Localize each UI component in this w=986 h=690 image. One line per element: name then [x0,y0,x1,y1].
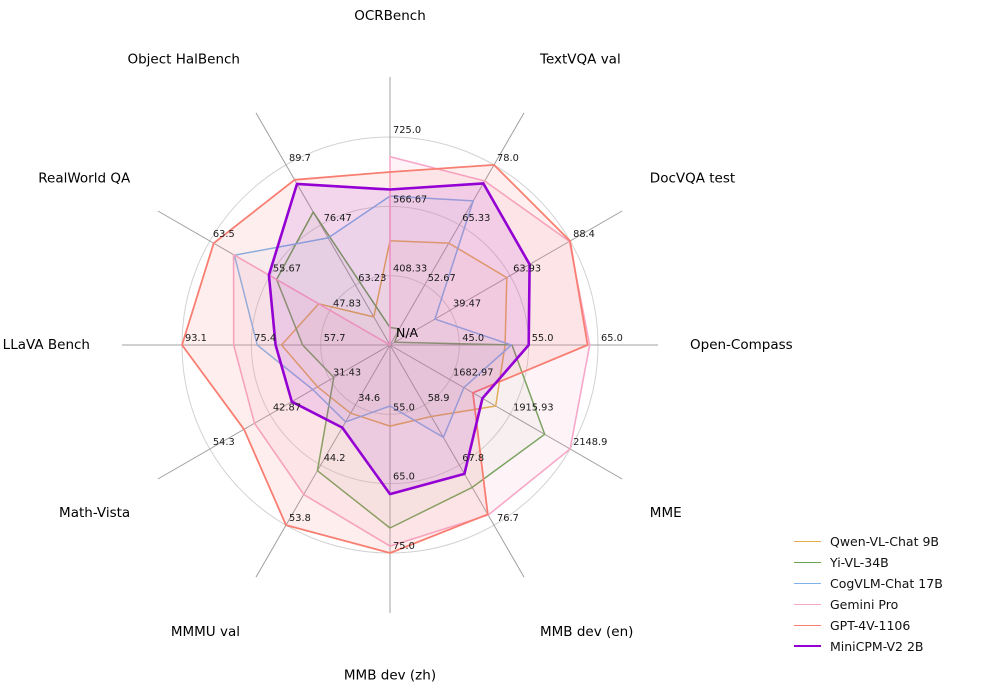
tick-label: 65.33 [462,213,490,224]
axis-label: DocVQA test [650,171,735,187]
legend-item: Qwen-VL-Chat 9B [794,533,943,549]
tick-label: 55.0 [532,333,554,344]
tick-label: 53.8 [289,513,311,524]
axis-label: OCRBench [354,8,426,24]
tick-label: 76.47 [324,213,352,224]
axis-label: MMMU val [171,624,240,640]
axis-label: Math-Vista [59,505,130,521]
tick-label: 63.23 [358,273,386,284]
tick-label: 65.0 [393,472,415,483]
tick-label: 63.93 [513,264,541,275]
tick-label: 1682.97 [453,368,494,379]
legend-line-swatch [794,561,821,563]
axis-spoke [389,112,525,346]
tick-label: 54.3 [213,437,235,448]
axis-label: Open-Compass [690,337,793,353]
legend-item: Yi-VL-34B [794,554,943,570]
legend-label: Qwen-VL-Chat 9B [830,533,939,549]
axis-spoke [157,344,391,480]
legend-label: GPT-4V-1106 [830,617,911,633]
tick-label: 89.7 [289,153,311,164]
legend-line-swatch [794,645,821,647]
legend-label: MiniCPM-V2 2B [830,638,924,654]
tick-label: 47.83 [333,298,361,309]
axis-label: RealWorld QA [38,171,131,187]
tick-label: 408.33 [393,264,427,275]
tick-label: 725.0 [393,125,421,136]
tick-label: 88.4 [573,229,595,240]
axis-label: MMB dev (zh) [344,668,436,684]
series-polygon [181,164,589,554]
legend-item: CogVLM-Chat 17B [794,575,943,591]
tick-label: 566.67 [393,194,427,205]
center-na-label: N/A [396,325,419,340]
tick-label: 34.6 [358,393,380,404]
tick-label: 78.0 [497,153,519,164]
legend-item: Gemini Pro [794,596,943,612]
tick-label: 44.2 [324,453,346,464]
legend-line-swatch [794,624,821,626]
tick-label: 75.0 [393,541,415,552]
axis-label: Object HalBench [127,52,240,68]
tick-label: 63.5 [213,229,235,240]
tick-label: 76.7 [497,513,519,524]
legend-item: MiniCPM-V2 2B [794,638,943,654]
legend-label: Yi-VL-34B [830,554,889,570]
tick-label: 75.4 [254,333,276,344]
tick-label: 65.0 [601,333,623,344]
legend-item: GPT-4V-1106 [794,617,943,633]
axis-label: MMB dev (en) [540,624,633,640]
axis-label: MME [650,505,682,521]
axis-spoke [255,112,391,346]
tick-label: 55.0 [393,402,415,413]
legend-label: Gemini Pro [830,596,899,612]
tick-label: 2148.9 [573,437,607,448]
tick-label: 42.87 [273,402,301,413]
tick-label: 1915.93 [513,402,554,413]
axis-spoke [389,344,525,578]
axis-spoke [255,344,391,578]
legend-line-swatch [794,603,821,605]
tick-label: 67.8 [462,453,484,464]
legend: Qwen-VL-Chat 9B Yi-VL-34B CogVLM-Chat 17B G… [794,533,943,654]
tick-label: 52.67 [428,273,456,284]
tick-label: 58.9 [428,393,450,404]
legend-line-swatch [794,582,821,584]
axis-label: TextVQA val [539,52,621,68]
legend-label: CogVLM-Chat 17B [830,575,943,591]
tick-label: 39.47 [453,298,481,309]
legend-line-swatch [794,540,821,542]
axis-spoke [389,344,623,480]
tick-label: 45.0 [462,333,484,344]
tick-label: 57.7 [324,333,346,344]
tick-label: 55.67 [273,264,301,275]
series-polygon [267,182,531,496]
tick-label: 31.43 [333,368,361,379]
axis-label: LLaVA Bench [3,337,90,353]
tick-label: 93.1 [185,333,207,344]
